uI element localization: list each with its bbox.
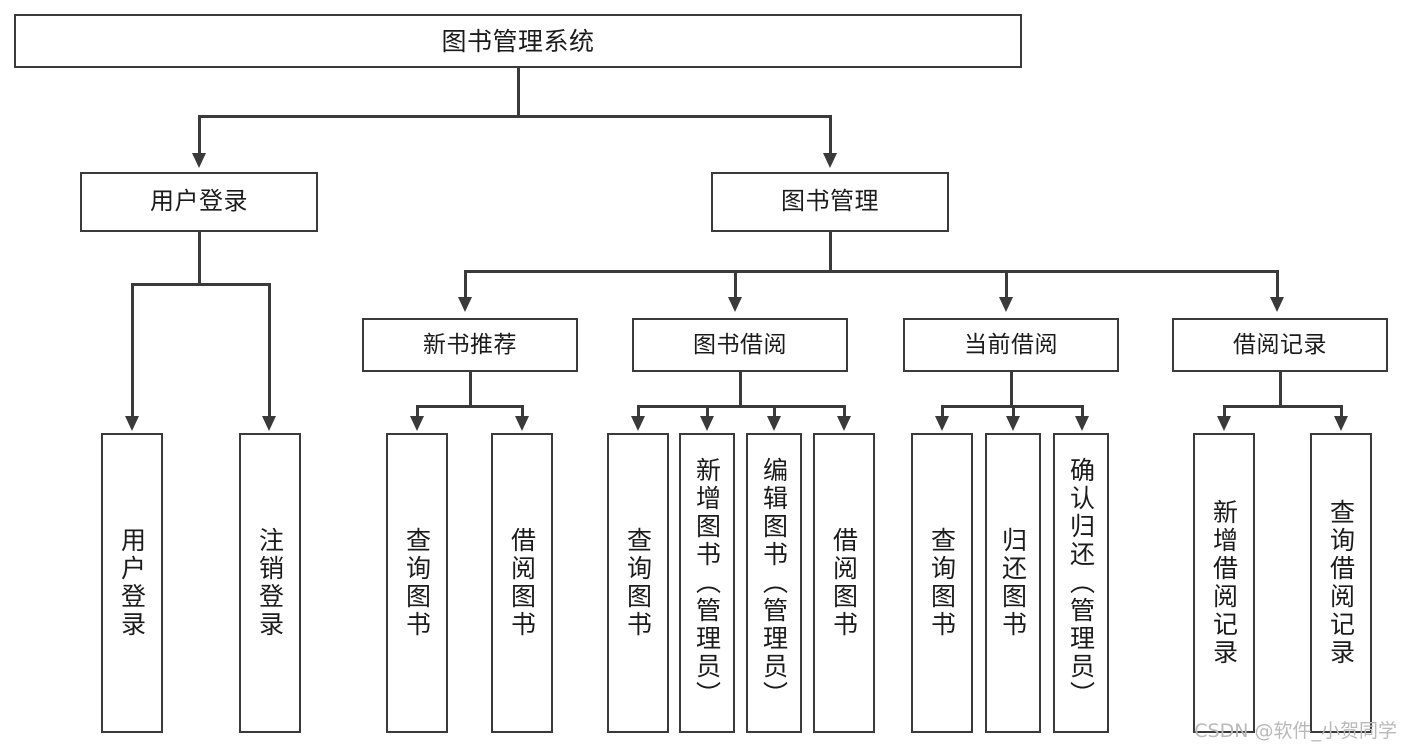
connector-to-book-manage [829, 115, 832, 155]
connector-current-borrow-stem [1010, 372, 1013, 405]
node-label: 借阅图书 [507, 527, 537, 639]
connector-user-login-bus [131, 283, 268, 286]
arrowhead-to-book-manage [823, 153, 837, 168]
arrowhead-leaf-borrow-book-2 [837, 416, 851, 431]
arrowhead-leaf-add-book-admin [700, 416, 714, 431]
arrowhead-to-current-borrow [999, 297, 1013, 312]
connector-to-book-borrow [734, 270, 737, 299]
node-leaf-query-book-1[interactable]: 查询图书 [386, 433, 448, 733]
arrowhead-to-new-book-recommend [458, 297, 472, 312]
node-label: 新增图书（管理员） [692, 457, 722, 709]
connector-book-borrow-stem [739, 372, 742, 405]
connector-to-borrow-record [1276, 270, 1279, 299]
node-label: 图书借阅 [693, 331, 787, 358]
node-label: 查询借阅记录 [1326, 499, 1356, 667]
connector-borrow-record-stem [1279, 372, 1282, 405]
node-leaf-query-book-3[interactable]: 查询图书 [911, 433, 973, 733]
node-book-borrow[interactable]: 图书借阅 [632, 318, 848, 372]
node-leaf-user-login[interactable]: 用户登录 [101, 433, 163, 733]
node-borrow-record[interactable]: 借阅记录 [1172, 318, 1388, 372]
node-label: 归还图书 [998, 527, 1028, 639]
connector-to-new-book-recommend [464, 270, 467, 299]
arrowhead-leaf-edit-book-admin [767, 416, 781, 431]
node-user-login[interactable]: 用户登录 [80, 172, 318, 232]
arrowhead-leaf-logout-login [262, 416, 276, 431]
arrowhead-to-user-login [192, 153, 206, 168]
connector-user-login-child-2 [268, 283, 271, 418]
connector-to-user-login [198, 115, 201, 155]
node-label: 用户登录 [150, 187, 248, 216]
connector-bb-child-3 [773, 405, 776, 418]
arrowhead-leaf-return-book [1006, 416, 1020, 431]
node-leaf-borrow-book-2[interactable]: 借阅图书 [813, 433, 875, 733]
connector-borrow-record-bus [1223, 405, 1342, 408]
connector-root-stem [517, 68, 520, 115]
node-label: 新书推荐 [423, 331, 517, 358]
connector-cb-child-2 [1012, 405, 1015, 418]
connector-bb-child-1 [637, 405, 640, 418]
connector-user-login-child-1 [131, 283, 134, 418]
arrowhead-leaf-query-book-1 [410, 416, 424, 431]
watermark-text: CSDN @软件_小贺同学 [1194, 720, 1397, 742]
connector-book-borrow-bus [637, 405, 845, 408]
arrowhead-leaf-borrow-book-1 [515, 416, 529, 431]
node-leaf-borrow-book-1[interactable]: 借阅图书 [491, 433, 553, 733]
connector-bb-child-2 [706, 405, 709, 418]
node-new-book-recommend[interactable]: 新书推荐 [362, 318, 578, 372]
connector-root-bus [198, 115, 830, 118]
connector-to-current-borrow [1005, 270, 1008, 299]
node-label: 查询图书 [623, 527, 653, 639]
connector-book-manage-stem [829, 232, 832, 272]
node-leaf-query-book-2[interactable]: 查询图书 [607, 433, 669, 733]
arrowhead-leaf-query-book-3 [935, 416, 949, 431]
node-leaf-confirm-return-admin[interactable]: 确认归还（管理员） [1053, 433, 1109, 733]
node-label: 查询图书 [402, 527, 432, 639]
node-label: 新增借阅记录 [1209, 499, 1239, 667]
node-leaf-add-borrow-record[interactable]: 新增借阅记录 [1193, 433, 1255, 733]
node-label: 借阅记录 [1233, 331, 1327, 358]
connector-user-login-stem [198, 232, 201, 283]
connector-nbr-child-2 [521, 405, 524, 418]
node-label: 图书管理 [781, 187, 879, 216]
node-label: 图书管理系统 [441, 26, 595, 56]
connector-book-manage-bus [464, 270, 1276, 273]
node-label: 查询图书 [927, 527, 957, 639]
arrowhead-leaf-add-borrow-record [1217, 416, 1231, 431]
arrowhead-leaf-query-book-2 [631, 416, 645, 431]
connector-cb-child-1 [941, 405, 944, 418]
node-root-system[interactable]: 图书管理系统 [14, 14, 1022, 68]
node-label: 用户登录 [117, 527, 147, 639]
node-leaf-edit-book-admin[interactable]: 编辑图书（管理员） [746, 433, 802, 733]
node-leaf-return-book[interactable]: 归还图书 [985, 433, 1041, 733]
node-book-manage[interactable]: 图书管理 [711, 172, 949, 232]
node-label: 确认归还（管理员） [1066, 457, 1096, 709]
connector-new-book-recommend-bus [416, 405, 523, 408]
node-label: 注销登录 [255, 527, 285, 639]
connector-br-child-2 [1340, 405, 1343, 418]
node-leaf-add-book-admin[interactable]: 新增图书（管理员） [679, 433, 735, 733]
node-label: 借阅图书 [829, 527, 859, 639]
connector-br-child-1 [1223, 405, 1226, 418]
node-leaf-query-borrow-record[interactable]: 查询借阅记录 [1310, 433, 1372, 733]
connector-nbr-child-1 [416, 405, 419, 418]
node-label: 编辑图书（管理员） [759, 457, 789, 709]
arrowhead-to-book-borrow [728, 297, 742, 312]
arrowhead-to-borrow-record [1270, 297, 1284, 312]
arrowhead-leaf-user-login [125, 416, 139, 431]
arrowhead-leaf-query-borrow-record [1334, 416, 1348, 431]
connector-bb-child-4 [843, 405, 846, 418]
node-label: 当前借阅 [964, 331, 1058, 358]
connector-cb-child-3 [1081, 405, 1084, 418]
arrowhead-leaf-confirm-return-admin [1075, 416, 1089, 431]
node-leaf-logout-login[interactable]: 注销登录 [239, 433, 301, 733]
connector-new-book-recommend-stem [469, 372, 472, 405]
node-current-borrow[interactable]: 当前借阅 [903, 318, 1119, 372]
